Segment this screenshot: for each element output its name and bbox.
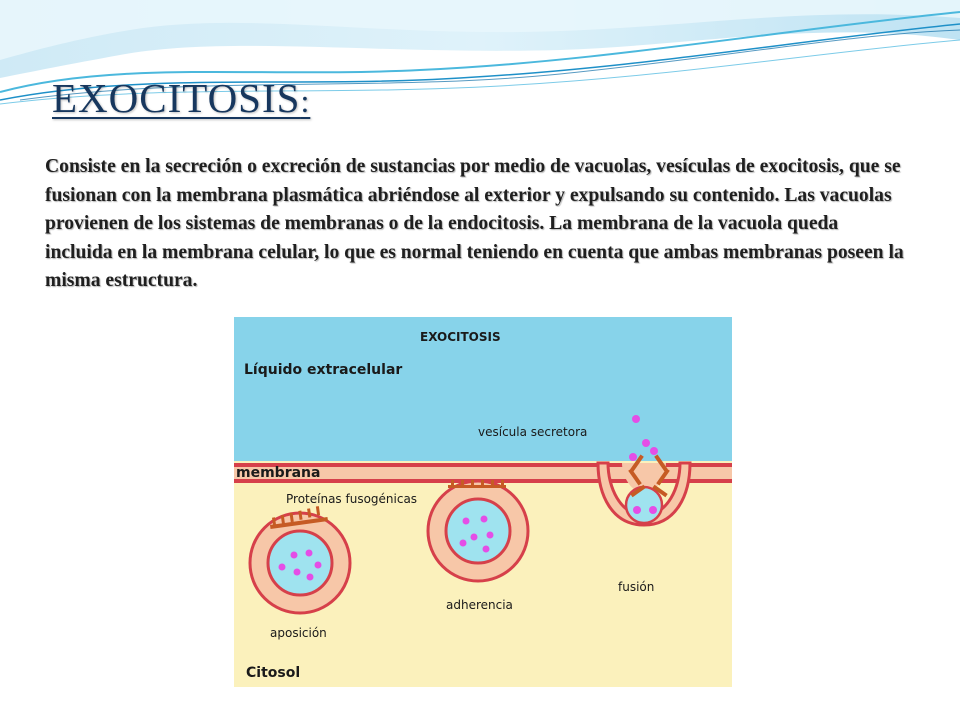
membrane-outer-layer	[234, 463, 732, 467]
slide-title-colon: :	[300, 83, 311, 119]
fusogenic-proteins	[270, 454, 670, 530]
stage-adherence-label: adherencia	[446, 598, 513, 612]
vesicle-adherence	[426, 479, 530, 583]
fusogenic-proteins-label: Proteínas fusogénicas	[286, 492, 417, 506]
fusogenic-proteins-apposition	[270, 506, 328, 530]
extracellular-region	[234, 317, 732, 461]
exocytosis-diagram: EXOCITOSIS Líquido extracelular vesícula…	[234, 317, 732, 687]
secretory-vesicle-label: vesícula secretora	[478, 425, 587, 439]
decorative-waves	[0, 0, 960, 105]
fusogenic-proteins-fusion	[628, 454, 670, 498]
diagram-title: EXOCITOSIS	[420, 330, 501, 344]
fusogenic-proteins-adherence	[448, 480, 506, 488]
slide-body-text: Consiste en la secreción o excreción de …	[45, 156, 904, 292]
membrane-label: membrana	[236, 465, 320, 481]
released-cargo	[629, 415, 658, 461]
cytosol-label: Citosol	[246, 665, 300, 681]
vesicle-apposition	[248, 511, 352, 615]
slide-title: EXOCITOSIS:	[52, 74, 310, 122]
stage-fusion-label: fusión	[618, 580, 654, 594]
extracellular-label: Líquido extracelular	[244, 362, 402, 378]
slide-title-text: EXOCITOSIS	[52, 75, 301, 121]
stage-apposition-label: aposición	[270, 626, 327, 640]
